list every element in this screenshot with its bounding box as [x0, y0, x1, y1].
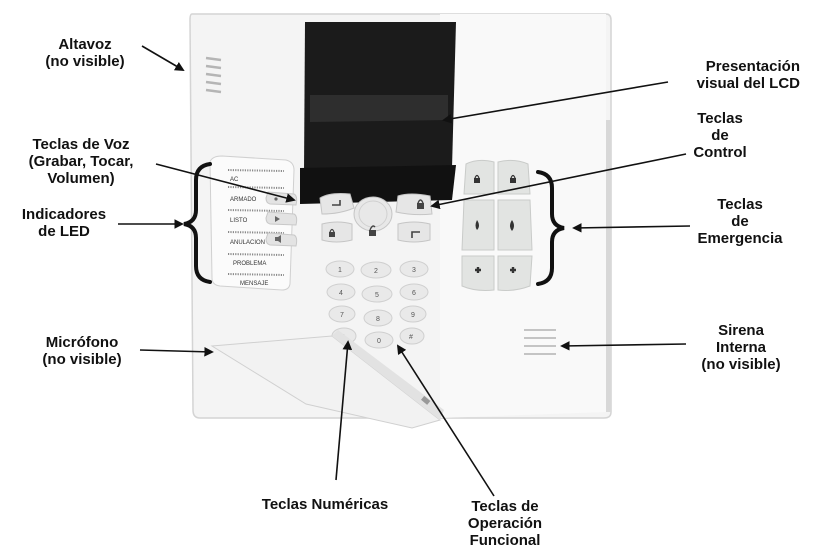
arrow-numeric-keys	[335, 340, 353, 481]
label-function-keys-line3: Funcional	[469, 532, 541, 549]
key-6[interactable]	[399, 283, 429, 301]
label-numeric-keys-line1: Teclas Numéricas	[261, 496, 389, 513]
arrow-voice-keys	[155, 163, 296, 203]
arrow-speaker	[141, 45, 185, 71]
key-hash-label: #	[409, 334, 413, 341]
voice-key-volume[interactable]	[265, 232, 298, 247]
label-voice-keys-line3: Volumen)	[47, 170, 115, 187]
label-lcd-line1: Presentación	[705, 58, 800, 75]
control-key-left-bottom[interactable]	[321, 221, 353, 243]
label-control-keys-line3: Control	[693, 144, 747, 161]
label-emergency-keys-line1: Teclas	[717, 196, 763, 213]
label-emergency-keys: Teclas de Emergencia	[690, 196, 790, 247]
label-led-line1: Indicadores	[21, 206, 107, 223]
arrow-lcd	[442, 81, 669, 124]
label-voice-keys-line1: Teclas de Voz	[32, 136, 130, 153]
key-8[interactable]	[363, 309, 393, 327]
key-9-label: 9	[411, 312, 415, 319]
voice-key-play[interactable]	[265, 211, 298, 226]
key-3[interactable]	[399, 260, 429, 278]
key-7[interactable]	[328, 305, 356, 323]
emergency-key-4[interactable]	[497, 199, 533, 251]
label-siren-line3: (no visible)	[701, 356, 781, 373]
key-0[interactable]	[364, 331, 394, 349]
key-5-label: 5	[375, 292, 379, 299]
label-speaker-line2: (no visible)	[45, 53, 125, 70]
led-mensaje: MENSAJE	[240, 281, 268, 287]
label-control-keys: Teclas de Control	[680, 110, 760, 161]
key-6-label: 6	[412, 290, 416, 297]
label-function-keys-line1: Teclas de	[471, 498, 539, 515]
label-lcd-line2: visual del LCD	[696, 75, 800, 92]
control-key-right-top[interactable]	[395, 193, 433, 216]
label-microphone-line1: Micrófono	[45, 334, 119, 351]
led-listo: LISTO	[230, 218, 248, 224]
label-siren: Sirena Interna (no visible)	[686, 322, 796, 373]
key-5[interactable]	[361, 285, 393, 303]
label-microphone: Micrófono (no visible)	[26, 334, 138, 368]
label-function-keys-line2: Operación	[467, 515, 543, 532]
label-speaker: Altavoz (no visible)	[30, 36, 140, 70]
key-2-label: 2	[374, 268, 378, 275]
label-speaker-line1: Altavoz	[58, 36, 112, 53]
label-control-keys-line1: Teclas	[697, 110, 743, 127]
label-voice-keys: Teclas de Voz (Grabar, Tocar, Volumen)	[6, 136, 156, 187]
label-lcd: Presentación visual del LCD	[670, 58, 800, 92]
key-0-label: 0	[377, 338, 381, 345]
speaker-grille	[205, 56, 222, 94]
label-control-keys-line2: de	[711, 127, 729, 144]
label-siren-line2: Interna	[715, 339, 766, 356]
control-keys	[319, 193, 433, 243]
key-4[interactable]	[326, 283, 356, 301]
key-7-label: 7	[340, 312, 344, 319]
label-microphone-line2: (no visible)	[42, 351, 122, 368]
emergency-key-6[interactable]	[497, 255, 533, 291]
label-function-keys: Teclas de Operación Funcional	[440, 498, 570, 549]
microphone-flap	[210, 335, 442, 429]
arrow-emergency	[572, 223, 691, 233]
key-1-label: 1	[338, 267, 342, 274]
label-voice-keys-line2: (Grabar, Tocar,	[28, 153, 134, 170]
key-3-label: 3	[412, 267, 416, 274]
arrow-function-keys	[396, 344, 495, 497]
key-2[interactable]	[360, 261, 392, 279]
led-problema: PROBLEMA	[233, 261, 266, 267]
key-8-label: 8	[376, 316, 380, 323]
key-hash[interactable]	[399, 327, 425, 345]
arrow-microphone	[139, 346, 214, 357]
key-9[interactable]	[399, 305, 427, 323]
label-led-line2: de LED	[38, 223, 90, 240]
arrow-siren	[560, 341, 687, 351]
key-4-label: 4	[339, 290, 343, 297]
led-ac: AC	[230, 177, 239, 183]
arrow-control-keys	[430, 153, 687, 210]
label-numeric-keys: Teclas Numéricas	[240, 496, 410, 513]
led-panel: AC ARMADO LISTO ANULACION PROBLEMA MENSA…	[209, 155, 295, 291]
led-anulacion: ANULACION	[230, 240, 265, 246]
label-siren-line1: Sirena	[718, 322, 764, 339]
label-emergency-keys-line3: Emergencia	[697, 230, 783, 247]
led-armado: ARMADO	[230, 197, 257, 203]
label-emergency-keys-line2: de	[731, 213, 749, 230]
label-led: Indicadores de LED	[8, 206, 120, 240]
emergency-key-5[interactable]	[461, 255, 495, 291]
key-1[interactable]	[325, 260, 355, 278]
led-bracket	[183, 162, 212, 284]
siren-grille	[524, 329, 556, 355]
control-key-left-top[interactable]	[319, 193, 355, 215]
